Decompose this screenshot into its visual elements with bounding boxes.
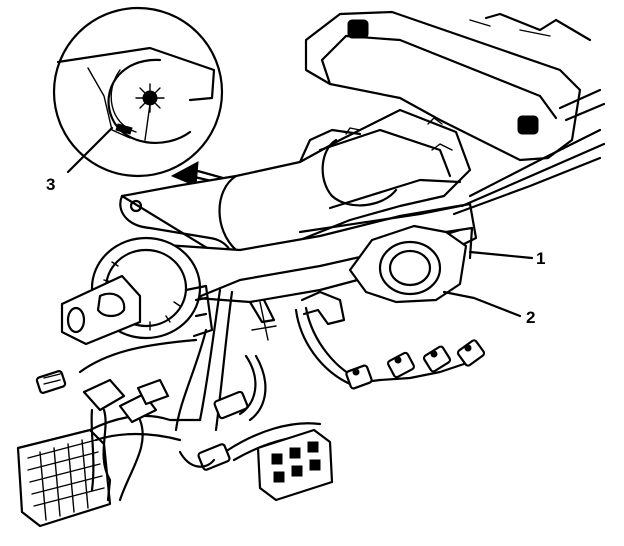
harness-cluster-left	[82, 378, 202, 502]
callout-3: 3	[46, 175, 55, 194]
connector-branch-right	[345, 339, 486, 390]
leader-line-1	[468, 250, 534, 260]
callout-1: 1	[536, 249, 545, 268]
wiring-harness	[78, 128, 606, 432]
connector-block-square	[256, 428, 334, 502]
ring-gear-detail	[135, 83, 165, 113]
callout-2: 2	[526, 308, 535, 327]
leader-line-2	[442, 290, 522, 318]
steering-shaft-hub	[60, 236, 214, 346]
collar-component	[348, 224, 474, 304]
connector-block-large	[16, 428, 112, 528]
detail-magnifier	[52, 6, 224, 178]
mounting-bracket	[304, 10, 606, 162]
connector-left-small	[35, 370, 67, 394]
leader-line-3	[66, 126, 114, 174]
